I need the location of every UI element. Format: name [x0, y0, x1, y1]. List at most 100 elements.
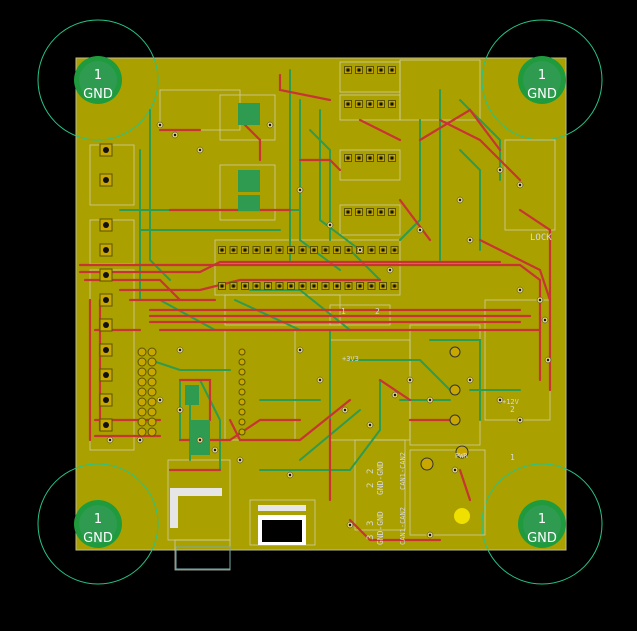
- ic-pin-left: [137, 357, 147, 367]
- ic-pin-right: [147, 347, 157, 357]
- header-b-pin-drill: [334, 283, 340, 289]
- ic2-pin: [238, 388, 246, 396]
- v3-label: +3V3: [342, 355, 359, 363]
- connector-bot-pin-drill: [378, 209, 384, 215]
- header-b-pin-drill: [392, 283, 397, 289]
- connector-top-pin-drill: [367, 67, 373, 73]
- terminal-drill: [103, 247, 109, 253]
- via-drill: [388, 268, 392, 272]
- connector-low-pin-drill: [378, 155, 384, 161]
- via-drill: [108, 438, 112, 442]
- pwr-led: [455, 445, 469, 459]
- j2-can-label: CAN1-CAN2: [399, 507, 407, 545]
- ic-pin-right: [147, 407, 157, 417]
- header-b-pin-drill: [254, 283, 259, 289]
- via-drill: [418, 228, 422, 232]
- header-a-pin-drill: [323, 247, 328, 253]
- connector-bot-pin-drill: [345, 209, 351, 215]
- terminal-drill: [103, 222, 109, 228]
- header-b-pin-drill: [231, 283, 236, 289]
- via-drill: [158, 398, 162, 402]
- usb-opening: [262, 520, 302, 542]
- ic-pin-left: [137, 367, 147, 377]
- mount-hole-4: [518, 500, 566, 548]
- header-b-pin-drill: [323, 283, 328, 289]
- via-drill: [543, 318, 547, 322]
- cap-pad: [449, 414, 461, 426]
- connector-top-pin-drill: [378, 67, 384, 73]
- mount-hole-pad: [523, 61, 561, 99]
- header-a-pin-drill: [277, 247, 282, 253]
- connector-bot-pin-drill: [356, 209, 362, 215]
- j2-gnd-label: GND-GND: [376, 511, 385, 545]
- copper-pads-large: [185, 103, 260, 455]
- connector-bot-pin-drill: [367, 209, 373, 215]
- via-drill: [358, 248, 362, 252]
- ic-pin-right: [147, 397, 157, 407]
- via-drill: [498, 168, 502, 172]
- via-drill: [393, 393, 397, 397]
- via-drill: [458, 198, 462, 202]
- ic2-pin: [238, 378, 246, 386]
- via-drill: [178, 348, 182, 352]
- silkscreen-text: LOCK +3V3 +12V PWR 1 2 2 1 2 2 GND-GND C…: [341, 233, 552, 545]
- pwr-label: PWR: [455, 452, 468, 460]
- connector-mid-pin-drill: [345, 101, 351, 107]
- header-a-pin-drill: [300, 247, 305, 253]
- header-a-pin-drill: [242, 247, 248, 253]
- connector-bot-pin-drill: [389, 209, 395, 215]
- ic-pin-right: [147, 357, 157, 367]
- terminal-drill: [103, 372, 109, 378]
- connector-mid-pin-drill: [389, 101, 395, 107]
- via-drill: [198, 438, 202, 442]
- mh3-net: GND: [83, 531, 113, 546]
- via-drill: [428, 533, 432, 537]
- mh3-pin: 1: [94, 512, 102, 527]
- header-a-pin-drill: [346, 247, 351, 253]
- header-b-pin-drill: [346, 283, 351, 289]
- via-holes: [106, 121, 552, 539]
- terminal-drill: [103, 272, 109, 278]
- mh4-net: GND: [527, 531, 557, 546]
- via-drill: [288, 473, 292, 477]
- terminal-drill: [103, 147, 109, 153]
- connector-mid-pin-drill: [356, 101, 362, 107]
- j2-pin-b: 3: [366, 521, 376, 526]
- mount-hole-pad: [523, 505, 561, 543]
- header-b-pin-drill: [380, 283, 386, 289]
- connector-top-pin-drill: [356, 67, 362, 73]
- lock-label: LOCK: [530, 233, 552, 243]
- mount-hole-pad: [79, 61, 117, 99]
- via-drill: [468, 238, 472, 242]
- header-pin-2: 2: [375, 307, 380, 316]
- mount-hole-1: [74, 56, 122, 104]
- ic2-pin: [238, 428, 246, 436]
- mh1-pin: 1: [94, 68, 102, 83]
- header-a-pin-drill: [288, 247, 294, 253]
- ic2-pin: [238, 368, 246, 376]
- terminal-drill: [103, 422, 109, 428]
- via-drill: [318, 378, 322, 382]
- ic-pin-right: [147, 367, 157, 377]
- mounting-holes: [74, 56, 566, 548]
- mh1-net: GND: [83, 87, 113, 102]
- header-pin-1: 1: [341, 307, 346, 316]
- header-b-pin-drill: [277, 283, 282, 289]
- ic-pin-right: [147, 387, 157, 397]
- header-a-pin-drill: [219, 247, 225, 253]
- via-drill: [518, 418, 522, 422]
- header-a-pin-drill: [380, 247, 386, 253]
- connector-mid-pin-drill: [367, 101, 373, 107]
- ic-pin-left: [137, 397, 147, 407]
- ic2-pin: [238, 398, 246, 406]
- via-drill: [328, 223, 332, 227]
- connector-low-pin-drill: [367, 155, 373, 161]
- j1-can-label: CAN1-CAN2: [399, 452, 407, 490]
- terminal-drill: [103, 297, 109, 303]
- via-drill: [518, 183, 522, 187]
- header-a-pin-drill: [231, 247, 236, 253]
- ic-pin-right: [147, 377, 157, 387]
- via-drill: [428, 398, 432, 402]
- ic2-pin: [238, 348, 246, 356]
